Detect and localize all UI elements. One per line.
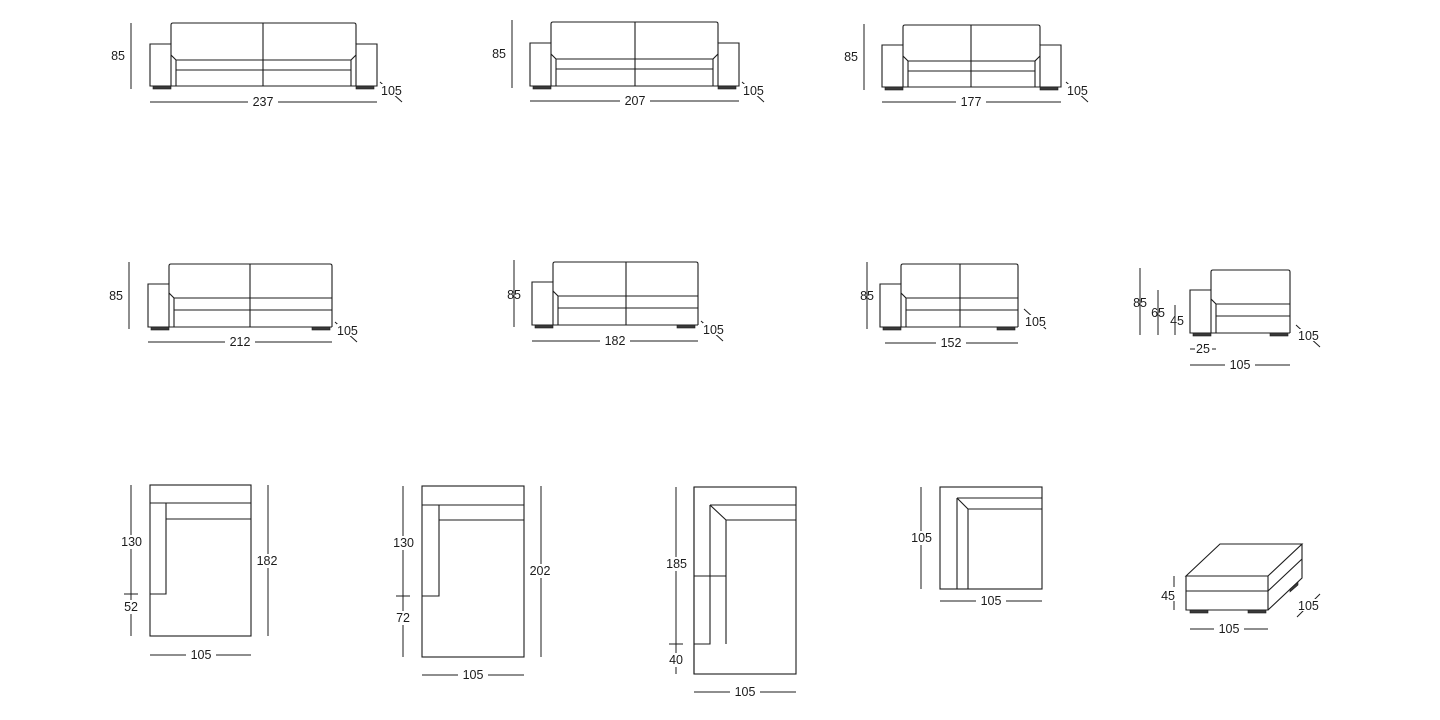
sofa-237-dimensions: 85 237 105 [111, 23, 405, 109]
chaise-182-dimensions: 130 52 182 105 [116, 485, 282, 662]
corner-105-dimensions: 105 105 [906, 487, 1042, 608]
corner-185-outline [693, 486, 797, 675]
chaise-182-back-length-label: 130 [121, 535, 142, 549]
arm-sofa-212-height-label: 85 [109, 289, 123, 303]
arm-sofa-212-outline [147, 263, 333, 331]
sofa-177-front-view: 85 177 105 [844, 24, 1091, 109]
chaise-182-outline [149, 484, 252, 637]
corner-185-width-label: 105 [735, 685, 756, 699]
sofa-237-front-view: 85 237 105 [111, 22, 405, 109]
arm-unit-105-front-view: 85 65 45 25 105 105 [1133, 268, 1321, 372]
chaise-202-plan-view: 130 72 202 105 [388, 485, 555, 682]
sofa-237-outline [149, 22, 378, 90]
ottoman-height-label: 45 [1161, 589, 1175, 603]
corner-105-plan-view: 105 105 [906, 486, 1043, 608]
sofa-207-height-label: 85 [492, 47, 506, 61]
ottoman-width-label: 105 [1219, 622, 1240, 636]
sofa-207-front-view: 85 207 105 [492, 20, 767, 108]
corner-105-outline [939, 486, 1043, 590]
chaise-202-back-length-label: 130 [393, 536, 414, 550]
arm-sofa-182-width-label: 182 [605, 334, 626, 348]
sofa-177-width-label: 177 [961, 95, 982, 109]
sofa-237-depth-label: 105 [381, 84, 402, 98]
arm-sofa-152-height-label: 85 [860, 289, 874, 303]
chaise-182-seat-length-label: 52 [124, 600, 138, 614]
arm-sofa-152-front-view: 85 152 105 [860, 262, 1049, 350]
chaise-202-seat-length-label: 72 [396, 611, 410, 625]
corner-185-length-label: 185 [666, 557, 687, 571]
arm-sofa-152-width-label: 152 [941, 336, 962, 350]
arm-sofa-182-height-label: 85 [507, 288, 521, 302]
arm-sofa-152-outline [879, 263, 1019, 331]
sofa-207-dimensions: 85 207 105 [492, 20, 767, 108]
arm-sofa-182-depth-label: 105 [703, 323, 724, 337]
chaise-182-plan-view: 130 52 182 105 [116, 484, 282, 662]
arm-unit-105-dimensions: 85 65 45 25 105 105 [1133, 268, 1321, 372]
arm-unit-105-arm-width-label: 25 [1196, 342, 1210, 356]
corner-105-length-label: 105 [911, 531, 932, 545]
sofa-177-depth-label: 105 [1067, 84, 1088, 98]
corner-185-plan-view: 185 40 105 [661, 486, 797, 699]
chaise-202-width-label: 105 [463, 668, 484, 682]
sofa-177-height-label: 85 [844, 50, 858, 64]
chaise-202-length-label: 202 [530, 564, 551, 578]
ottoman-outline [1184, 543, 1304, 614]
chaise-182-width-label: 105 [191, 648, 212, 662]
arm-sofa-152-dimensions: 85 152 105 [860, 262, 1049, 350]
sofa-207-width-label: 207 [625, 94, 646, 108]
arm-sofa-212-front-view: 85 212 105 [109, 262, 361, 349]
arm-sofa-182-dimensions: 85 182 105 [507, 260, 727, 348]
sofa-237-width-label: 237 [253, 95, 274, 109]
sofa-237-height-label: 85 [111, 49, 125, 63]
ottoman-dimensions: 45 105 105 [1156, 576, 1321, 636]
sofa-177-dimensions: 85 177 105 [844, 24, 1091, 109]
sofa-207-outline [529, 21, 740, 90]
arm-unit-105-seat-height-label: 45 [1170, 314, 1184, 328]
chaise-202-dimensions: 130 72 202 105 [388, 486, 555, 682]
corner-105-width-label: 105 [981, 594, 1002, 608]
arm-unit-105-outline [1189, 269, 1291, 337]
corner-185-dimensions: 185 40 105 [661, 487, 796, 699]
ottoman-perspective-view: 45 105 105 [1156, 543, 1321, 636]
arm-sofa-212-depth-label: 105 [337, 324, 358, 338]
sofa-177-outline [881, 24, 1062, 91]
arm-unit-105-depth-label: 105 [1298, 329, 1319, 343]
arm-sofa-212-dimensions: 85 212 105 [109, 262, 361, 349]
corner-185-seat-length-label: 40 [669, 653, 683, 667]
ottoman-depth-label: 105 [1298, 599, 1319, 613]
chaise-202-outline [421, 485, 525, 658]
chaise-182-length-label: 182 [257, 554, 278, 568]
arm-unit-105-back-height-label: 65 [1151, 306, 1165, 320]
sofa-207-depth-label: 105 [743, 84, 764, 98]
arm-sofa-152-depth-label: 105 [1025, 315, 1046, 329]
arm-unit-105-height-label: 85 [1133, 296, 1147, 310]
arm-unit-105-width-label: 105 [1230, 358, 1251, 372]
arm-sofa-182-front-view: 85 182 105 [507, 260, 727, 348]
arm-sofa-182-outline [531, 261, 699, 329]
arm-sofa-212-width-label: 212 [230, 335, 251, 349]
